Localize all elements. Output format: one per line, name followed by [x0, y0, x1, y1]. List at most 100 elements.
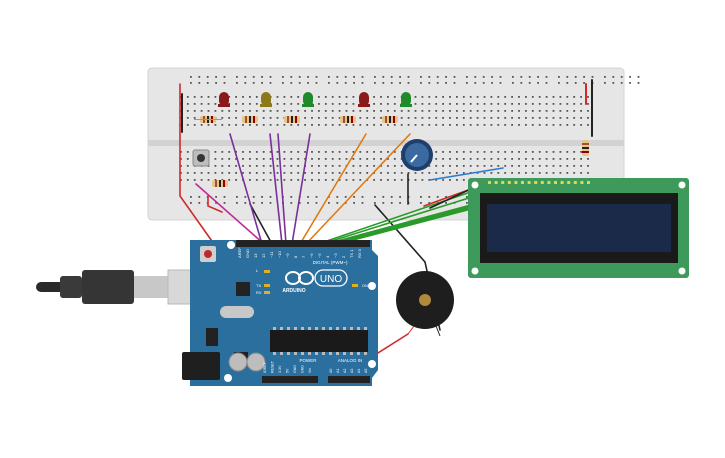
- breadboard-hole: [304, 172, 306, 174]
- breadboard-hole: [449, 117, 451, 119]
- breadboard-hole: [359, 124, 362, 126]
- analog-header: [328, 376, 370, 383]
- rail-hole: [223, 82, 226, 84]
- breadboard-hole: [504, 165, 507, 167]
- breadboard-hole: [442, 117, 444, 119]
- power-pin-label: GND: [293, 365, 297, 373]
- breadboard-hole: [235, 172, 237, 174]
- lcd-pin: [527, 181, 531, 184]
- breadboard-hole: [490, 151, 493, 153]
- rail-hole: [612, 76, 615, 78]
- rail-hole: [545, 76, 548, 78]
- yellow-led: [260, 92, 272, 107]
- breadboard-hole: [338, 151, 341, 153]
- breadboard-hole: [380, 158, 382, 160]
- breadboard-hole: [462, 165, 465, 167]
- breadboard-hole: [393, 124, 396, 126]
- breadboard-hole: [366, 172, 369, 174]
- rail-hole: [353, 82, 355, 84]
- breadboard-hole: [483, 151, 486, 153]
- rail-hole: [190, 82, 192, 84]
- digital-pin-label: 13: [253, 253, 258, 258]
- breadboard-hole: [228, 124, 231, 126]
- led-rx-label: RX: [256, 290, 262, 295]
- breadboard-hole: [318, 165, 320, 167]
- breadboard-hole: [587, 124, 589, 126]
- breadboard-hole: [456, 165, 458, 167]
- digital-label: DIGITAL (PWM~): [313, 260, 348, 265]
- push-button[interactable]: [192, 149, 210, 167]
- breadboard-hole: [442, 179, 444, 181]
- breadboard-hole: [559, 110, 562, 112]
- wires: [179, 79, 593, 379]
- breadboard-hole: [359, 165, 362, 167]
- breadboard-hole: [559, 96, 562, 98]
- breadboard-hole: [352, 110, 355, 112]
- breadboard-hole: [193, 96, 196, 98]
- breadboard-hole: [221, 179, 224, 181]
- rail-hole: [382, 196, 385, 198]
- breadboard-hole: [297, 158, 300, 160]
- breadboard-hole: [476, 103, 479, 105]
- reset-button[interactable]: [204, 250, 212, 258]
- analog-pin-label: A4: [357, 369, 361, 373]
- rail-hole: [420, 196, 422, 198]
- breadboard-hole: [518, 117, 520, 119]
- breadboard-hole: [180, 124, 182, 126]
- rail-hole: [528, 82, 531, 84]
- rail-hole: [215, 76, 217, 78]
- breadboard-hole: [414, 124, 417, 126]
- breadboard-hole: [186, 103, 189, 105]
- breadboard-hole: [290, 103, 293, 105]
- rail-hole: [223, 202, 226, 204]
- rail-hole: [583, 76, 585, 78]
- breadboard-hole: [304, 117, 306, 119]
- breadboard-hole: [290, 172, 293, 174]
- breadboard-hole: [483, 103, 486, 105]
- breadboard-hole: [490, 110, 493, 112]
- rail-hole: [637, 82, 640, 84]
- breadboard-hole: [435, 179, 438, 181]
- resistor: [194, 116, 222, 123]
- potentiometer[interactable]: [401, 139, 433, 171]
- breadboard-hole: [276, 179, 279, 181]
- rail-hole: [512, 82, 514, 84]
- breadboard-hole: [511, 158, 513, 160]
- chip-pin: [308, 327, 311, 330]
- breadboard-hole: [242, 172, 244, 174]
- rail-hole: [361, 196, 364, 198]
- breadboard-hole: [387, 110, 389, 112]
- rail-hole: [637, 76, 640, 78]
- breadboard-hole: [573, 103, 576, 105]
- rail-hole: [390, 196, 393, 198]
- breadboard-hole: [262, 158, 265, 160]
- breadboard-hole: [573, 117, 576, 119]
- breadboard-hole: [393, 172, 396, 174]
- rail-hole: [512, 76, 514, 78]
- rail-hole: [269, 82, 272, 84]
- chip-pin: [357, 327, 360, 330]
- breadboard-hole: [545, 172, 548, 174]
- rail-hole: [307, 196, 309, 198]
- breadboard-hole: [255, 103, 258, 105]
- rail-hole: [244, 82, 247, 84]
- breadboard-hole: [573, 110, 576, 112]
- breadboard-hole: [476, 117, 479, 119]
- breadboard-hole: [414, 103, 417, 105]
- green-led-body: [303, 92, 313, 106]
- breadboard-hole: [214, 151, 217, 153]
- breadboard-hole: [366, 110, 369, 112]
- breadboard-hole: [490, 158, 493, 160]
- green-led-2-base: [400, 104, 412, 107]
- breadboard-hole: [573, 165, 576, 167]
- breadboard-hole: [242, 151, 244, 153]
- breadboard-hole: [193, 124, 196, 126]
- rail-hole: [269, 76, 272, 78]
- digital-pin-label: ~6: [309, 253, 314, 258]
- breadboard-hole: [421, 117, 424, 119]
- breadboard-hole: [311, 165, 313, 167]
- lcd-pin: [540, 181, 544, 184]
- breadboard-hole: [531, 117, 534, 119]
- breadboard-hole: [318, 151, 320, 153]
- breadboard-hole: [407, 172, 410, 174]
